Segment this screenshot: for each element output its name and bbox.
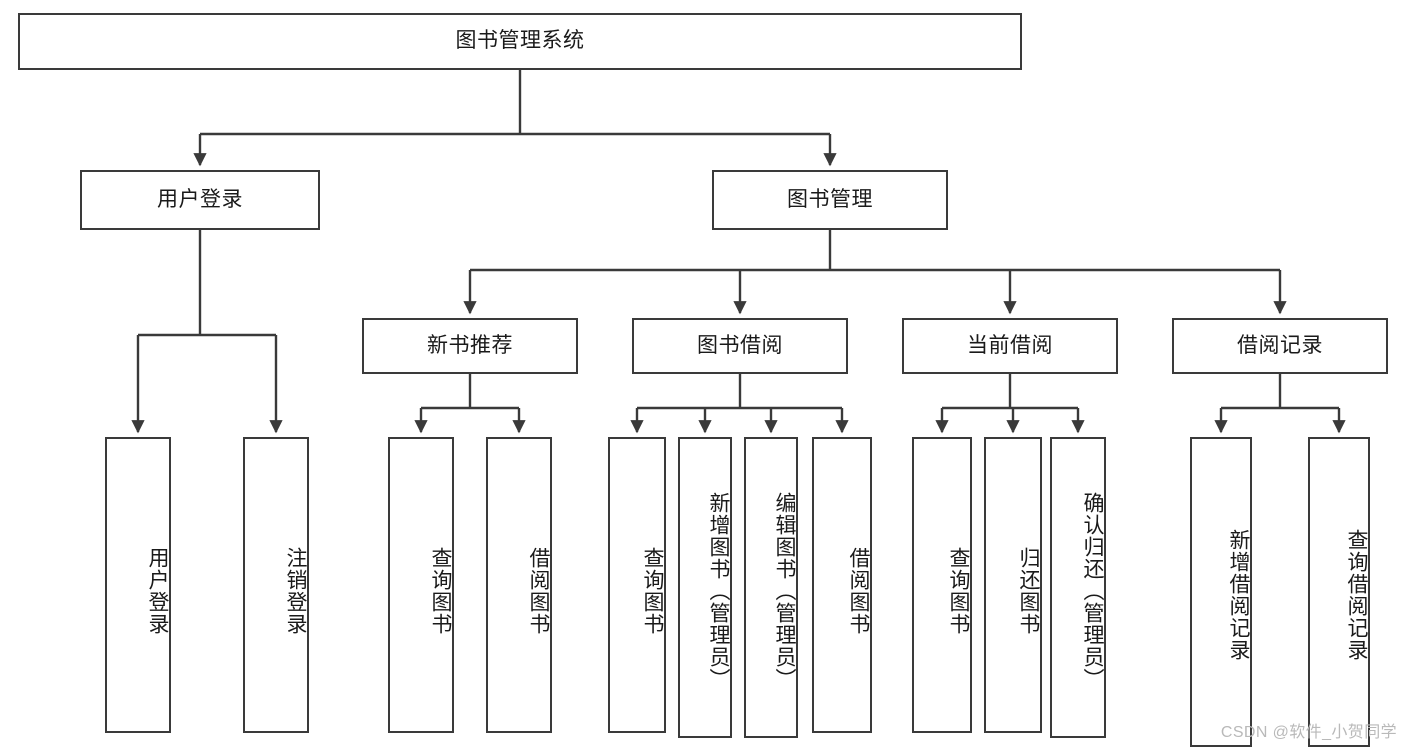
node-leaf-logout-login-label: 注销登录 [284,547,307,635]
node-leaf-confirm-return[interactable]: 确认归还（管理员） [1050,437,1106,738]
node-user-login-label: 用户登录 [157,187,243,211]
node-leaf-borrow-book-1-label: 借阅图书 [527,547,550,635]
node-leaf-borrow-book-1[interactable]: 借阅图书 [486,437,552,733]
node-leaf-add-book-admin[interactable]: 新增图书（管理员） [678,437,732,738]
node-leaf-user-login-label: 用户登录 [146,547,169,635]
node-book-manage[interactable]: 图书管理 [712,170,948,230]
node-leaf-add-borrow-record[interactable]: 新增借阅记录 [1190,437,1252,747]
node-new-book-recommend[interactable]: 新书推荐 [362,318,578,374]
node-leaf-edit-book-admin-label: 编辑图书（管理员） [773,491,796,690]
node-leaf-edit-book-admin[interactable]: 编辑图书（管理员） [744,437,798,738]
node-leaf-borrow-book-2[interactable]: 借阅图书 [812,437,872,733]
node-leaf-return-book-label: 归还图书 [1017,547,1040,635]
watermark: CSDN @软件_小贺同学 [1220,724,1397,741]
node-book-borrow[interactable]: 图书借阅 [632,318,848,374]
node-root[interactable]: 图书管理系统 [18,13,1022,70]
node-leaf-query-book-2[interactable]: 查询图书 [608,437,666,733]
node-root-label: 图书管理系统 [455,29,585,53]
node-book-manage-label: 图书管理 [787,187,873,211]
node-leaf-query-book-3-label: 查询图书 [947,547,970,635]
node-leaf-add-borrow-record-label: 新增借阅记录 [1227,529,1250,661]
node-leaf-confirm-return-label: 确认归还（管理员） [1081,491,1104,690]
node-leaf-logout-login[interactable]: 注销登录 [243,437,309,733]
node-leaf-query-book-1[interactable]: 查询图书 [388,437,454,733]
node-leaf-borrow-book-2-label: 借阅图书 [847,547,870,635]
node-leaf-query-book-1-label: 查询图书 [429,547,452,635]
node-borrow-record[interactable]: 借阅记录 [1172,318,1388,374]
node-leaf-query-borrow-record-label: 查询借阅记录 [1345,529,1368,661]
node-current-borrow[interactable]: 当前借阅 [902,318,1118,374]
node-new-book-recommend-label: 新书推荐 [427,333,513,357]
node-user-login[interactable]: 用户登录 [80,170,320,230]
node-leaf-query-book-3[interactable]: 查询图书 [912,437,972,733]
node-leaf-query-book-2-label: 查询图书 [641,547,664,635]
node-leaf-return-book[interactable]: 归还图书 [984,437,1042,733]
node-current-borrow-label: 当前借阅 [967,333,1053,357]
node-leaf-add-book-admin-label: 新增图书（管理员） [707,491,730,690]
node-borrow-record-label: 借阅记录 [1237,333,1323,357]
node-leaf-user-login[interactable]: 用户登录 [105,437,171,733]
node-leaf-query-borrow-record[interactable]: 查询借阅记录 [1308,437,1370,747]
node-book-borrow-label: 图书借阅 [697,333,783,357]
